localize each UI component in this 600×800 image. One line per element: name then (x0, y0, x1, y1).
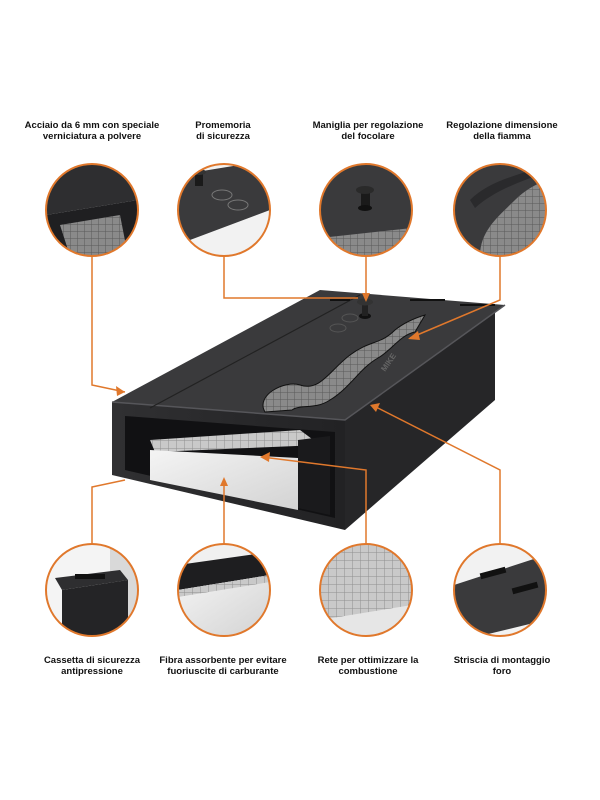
arrow-head (220, 477, 228, 486)
label-mounting-strip: Striscia di montaggio foro (432, 655, 572, 677)
detail-reminder (178, 164, 270, 256)
reminder-icon (329, 323, 347, 333)
label-flame-adjust: Regolazione dimensione della fiamma (432, 120, 572, 142)
inner-wall (298, 436, 330, 515)
label-line: fuoriuscite di carburante (167, 666, 279, 677)
label-line: combustione (338, 666, 398, 677)
label-steel: Acciaio da 6 mm con speciale verniciatur… (22, 120, 162, 142)
label-safety-box: Cassetta di sicurezza antipressione (22, 655, 162, 677)
detail-flame (454, 164, 546, 256)
arrow-head (408, 331, 420, 340)
label-line: di sicurezza (196, 131, 250, 142)
label-mesh: Rete per ottimizzare la combustione (298, 655, 438, 677)
label-handle: Maniglia per regolazione del focolare (298, 120, 438, 142)
label-line: della fiamma (473, 131, 531, 142)
label-line: Promemoria (195, 120, 251, 131)
detail-circle-steel (44, 162, 142, 260)
callout-line (261, 456, 367, 544)
flame-opening (262, 314, 427, 413)
detail-mounting-strip (454, 544, 546, 636)
detail-steel (46, 164, 138, 256)
detail-fiber (178, 544, 270, 636)
label-line: Cassetta di sicurezza (43, 655, 141, 666)
handle-knob (357, 298, 373, 319)
label-fiber: Fibra assorbente per evitare fuoriuscite… (153, 655, 293, 677)
box-side-right (345, 310, 495, 530)
label-line: antipressione (61, 666, 123, 677)
label-line: Striscia di montaggio (453, 655, 551, 666)
detail-mesh (320, 544, 412, 636)
callout-line (91, 479, 126, 544)
callout-lines (91, 256, 501, 544)
arrow-head (370, 403, 380, 412)
label-safety-reminder: Promemoria di sicurezza (153, 120, 293, 142)
reminder-icon (341, 313, 359, 323)
label-line: Rete per ottimizzare la (317, 655, 419, 666)
label-line: Maniglia per regolazione (312, 120, 424, 131)
callout-line (409, 256, 501, 339)
label-line: Regolazione dimensione (446, 120, 558, 131)
arrow-head (116, 386, 125, 396)
callout-arrows (116, 293, 420, 486)
arrow-head (362, 293, 370, 302)
callout-line (371, 404, 501, 544)
callout-line (91, 256, 126, 393)
label-line: verniciatura a polvere (42, 131, 142, 142)
label-line: Fibra assorbente per evitare (159, 655, 287, 666)
arrow-head (260, 452, 270, 462)
label-line: del focolare (341, 131, 395, 142)
detail-safety-box (46, 544, 138, 636)
mesh-top (150, 430, 320, 452)
label-line: Acciaio da 6 mm con speciale (24, 120, 160, 131)
label-line: foro (492, 666, 512, 677)
burner-box: MIKE (111, 290, 506, 530)
callout-line (223, 256, 358, 299)
